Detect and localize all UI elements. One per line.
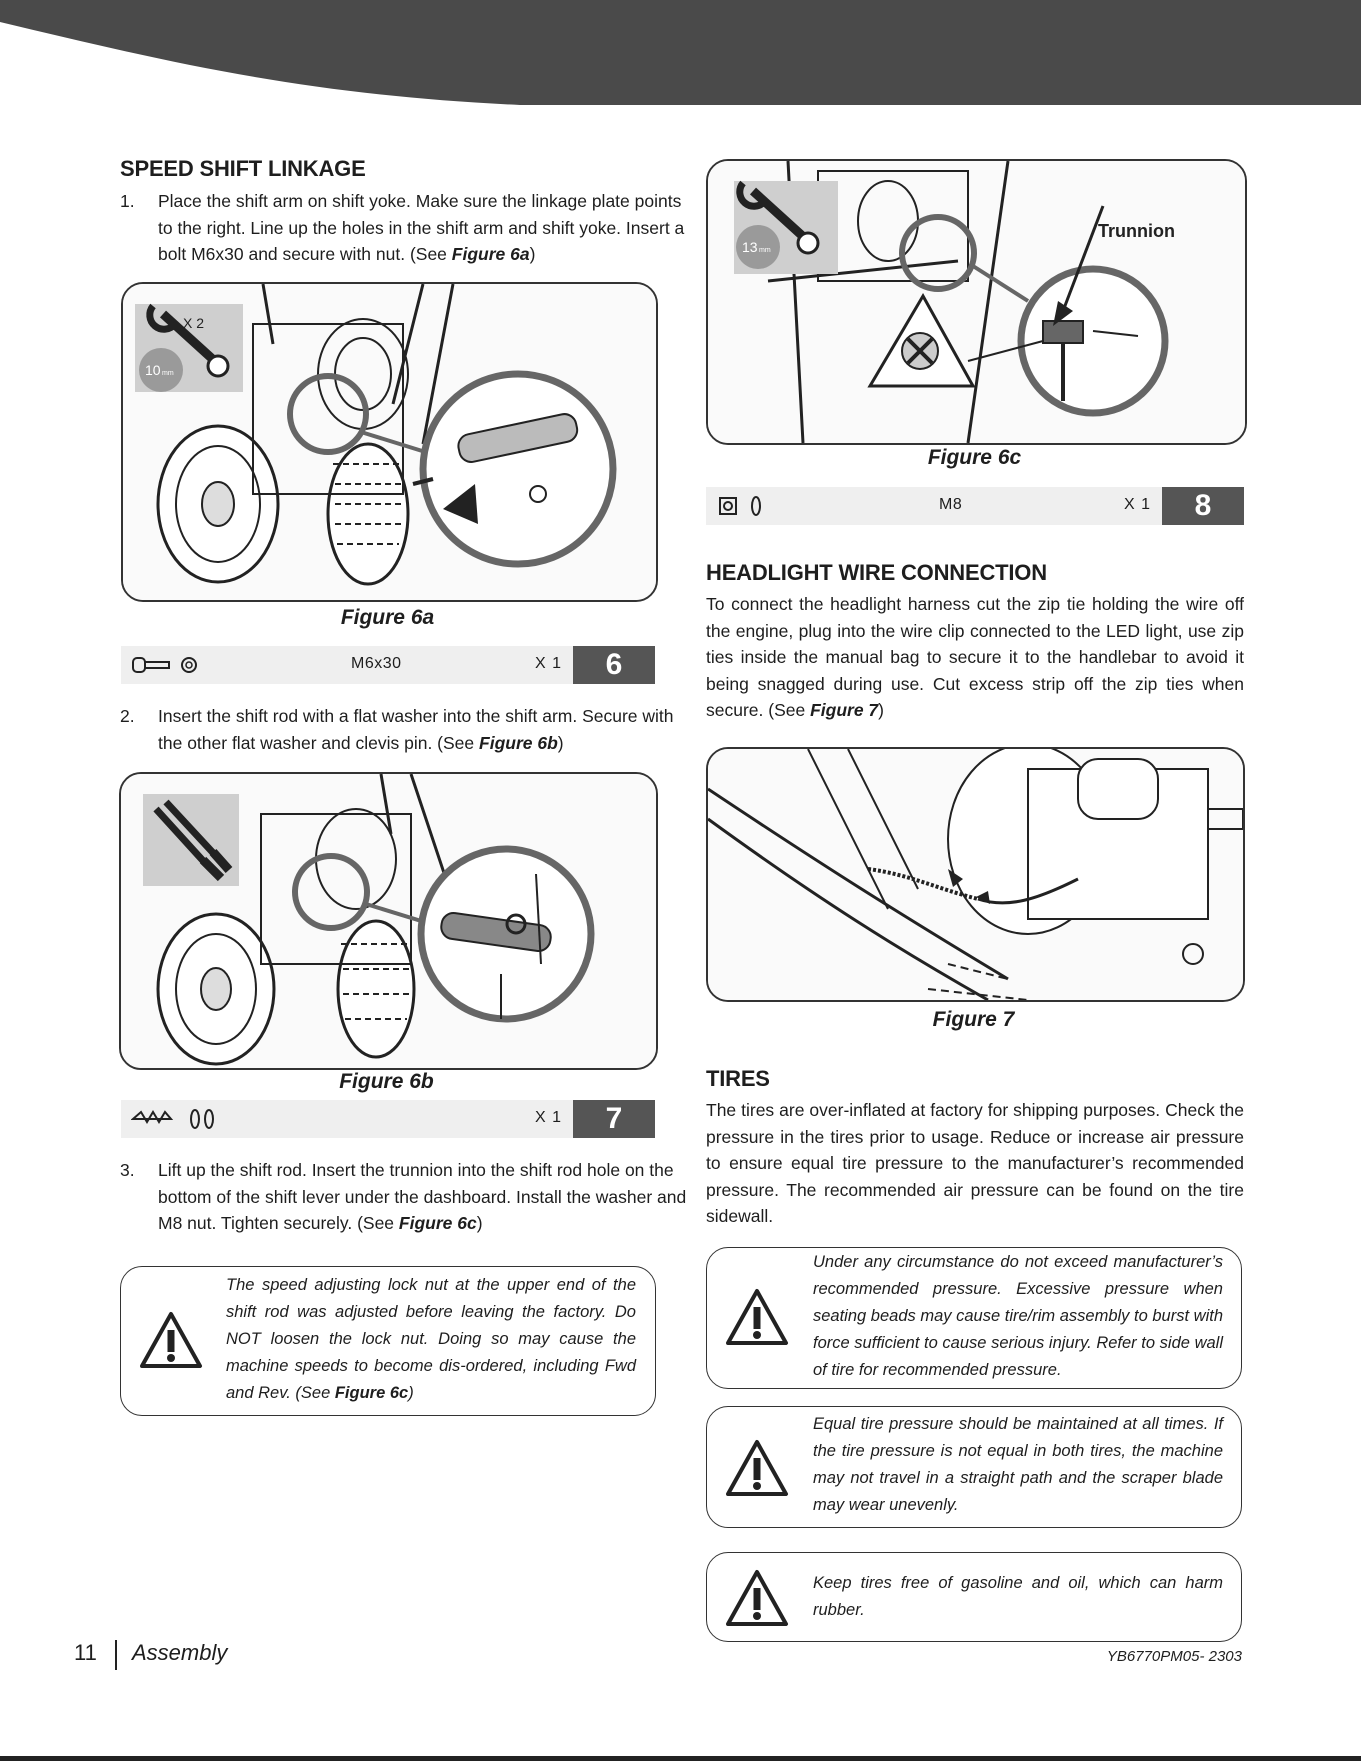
step-1-figure-ref: Figure 6a xyxy=(451,244,530,264)
footer-section: Assembly xyxy=(132,1640,228,1665)
nut-washer-icon xyxy=(719,496,761,516)
parts-bar-6b: X 1 7 xyxy=(121,1100,655,1138)
figure-7-image xyxy=(706,747,1245,1002)
bolt-nut-icon xyxy=(132,657,197,673)
clevis-pin-washer-icon xyxy=(131,1109,214,1129)
footer-separator xyxy=(115,1640,117,1670)
section-heading-headlight: HEADLIGHT WIRE CONNECTION xyxy=(706,560,1047,585)
figure-6b-caption: Figure 6b xyxy=(339,1070,434,1093)
warning-triangle-icon xyxy=(726,1289,788,1345)
part-number-6a: 6 xyxy=(573,646,655,684)
figure-6c-caption: Figure 6c xyxy=(927,446,1022,469)
headlight-paragraph: To connect the headlight harness cut the… xyxy=(706,594,1244,720)
part-number-6b: 7 xyxy=(573,1100,655,1138)
figure-7-caption: Figure 7 xyxy=(932,1008,1015,1031)
step-3: 3. Lift up the shift rod. Insert the tru… xyxy=(120,1157,696,1237)
step-3-text: Lift up the shift rod. Insert the trunni… xyxy=(158,1160,687,1233)
warning-triangle-icon xyxy=(140,1312,202,1368)
figure-6b-image xyxy=(119,772,658,1070)
badge-size-6a: 10 xyxy=(145,362,161,378)
part-qty-6a: X 1 xyxy=(535,655,563,672)
part-number-6c: 8 xyxy=(1162,487,1244,525)
badge-qty-6a: X 2 xyxy=(183,315,204,331)
part-name-6c: M8 xyxy=(939,496,963,513)
bottom-rule xyxy=(0,1756,1361,1761)
figure-6a-caption: Figure 6a xyxy=(340,606,435,629)
document-code: YB6770PM05- 2303 xyxy=(1106,1648,1242,1665)
warning-box-max-pressure: Under any circumstance do not exceed man… xyxy=(706,1247,1242,1389)
warning-text-lock-nut: The speed adjusting lock nut at the uppe… xyxy=(226,1276,636,1402)
warning-text-gasoline: Keep tires free of gasoline and oil, whi… xyxy=(813,1574,1223,1619)
warning-triangle-icon xyxy=(726,1570,788,1626)
warning-figure-ref: Figure 6c xyxy=(334,1384,409,1402)
page-number: 11 xyxy=(74,1640,97,1665)
step-2-number: 2. xyxy=(120,706,135,726)
badge-unit-6a: mm xyxy=(162,370,174,377)
parts-bar-6c: M8 X 1 8 xyxy=(706,487,1244,525)
warning-box-gasoline: Keep tires free of gasoline and oil, whi… xyxy=(706,1552,1242,1642)
part-qty-6c: X 1 xyxy=(1124,496,1152,513)
headlight-figure-ref: Figure 7 xyxy=(810,700,879,720)
parts-bar-6a: M6x30 X 1 6 xyxy=(121,646,655,684)
section-heading-tires: TIRES xyxy=(706,1066,770,1091)
badge-size-6c: 13 xyxy=(742,239,758,255)
tires-paragraph: The tires are over-inflated at factory f… xyxy=(706,1100,1244,1226)
figure-6a-image: X 2 10 mm xyxy=(121,282,658,602)
warning-text-equal-pressure: Equal tire pressure should be maintained… xyxy=(813,1415,1223,1514)
step-2-figure-ref: Figure 6b xyxy=(479,732,558,753)
warning-triangle-icon xyxy=(726,1440,788,1496)
step-1: 1. Place the shift arm on shift yoke. Ma… xyxy=(120,188,696,268)
badge-unit-6c: mm xyxy=(759,247,771,254)
part-name-6a: M6x30 xyxy=(351,655,402,672)
step-2-text: Insert the shift rod with a flat washer … xyxy=(158,706,674,753)
warning-text-max-pressure: Under any circumstance do not exceed man… xyxy=(813,1253,1223,1379)
figure-6c-image: 13 mm Trunnion xyxy=(706,159,1247,445)
part-qty-6b: X 1 xyxy=(535,1109,563,1126)
step-3-figure-ref: Figure 6c xyxy=(398,1213,477,1233)
step-1-number: 1. xyxy=(120,191,135,211)
step-2: 2. Insert the shift rod with a flat wash… xyxy=(120,703,696,756)
step-1-text: Place the shift arm on shift yoke. Make … xyxy=(158,191,685,264)
step-3-number: 3. xyxy=(120,1160,135,1180)
warning-box-equal-pressure: Equal tire pressure should be maintained… xyxy=(706,1406,1242,1528)
warning-box-lock-nut: The speed adjusting lock nut at the uppe… xyxy=(120,1266,656,1416)
header-band xyxy=(0,0,1361,105)
trunnion-label: Trunnion xyxy=(1098,221,1175,241)
section-heading-speed-shift: SPEED SHIFT LINKAGE xyxy=(120,156,366,181)
